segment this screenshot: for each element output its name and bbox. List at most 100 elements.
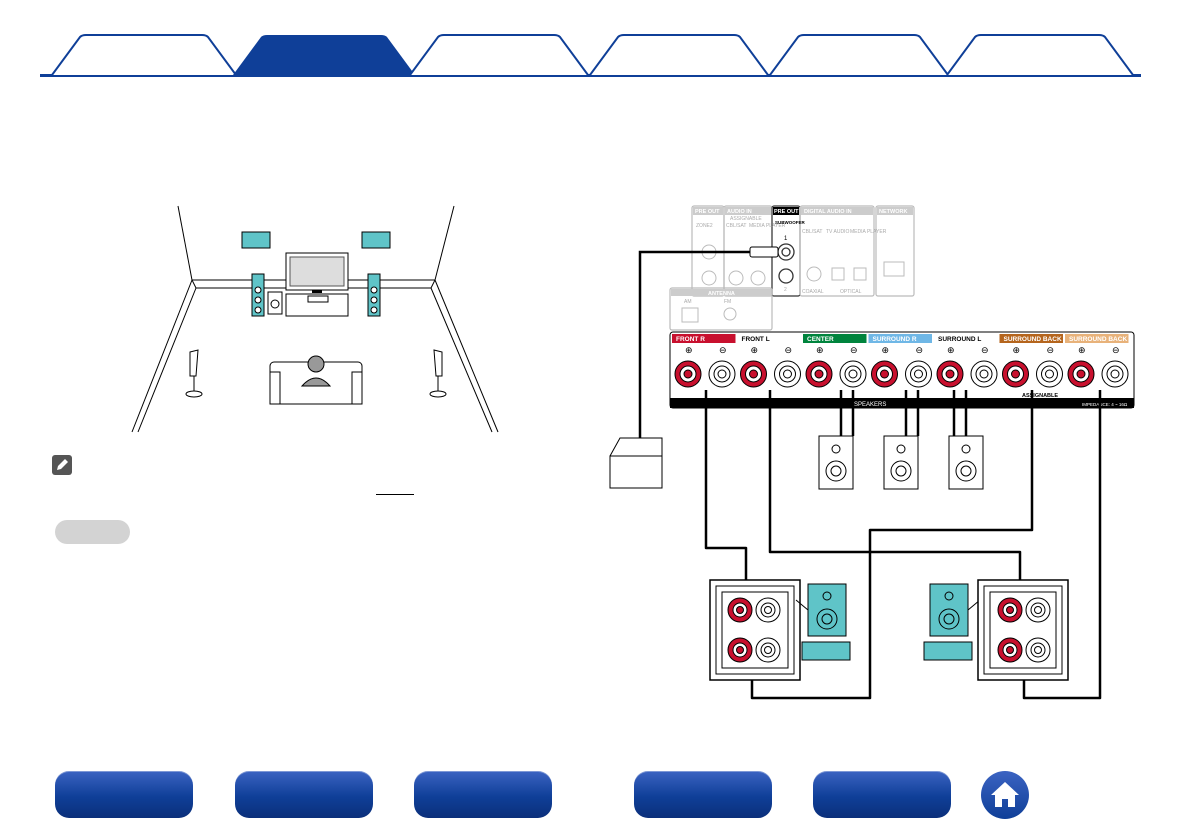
channel-label-0: FRONT R [676,336,705,343]
tab-4[interactable] [588,34,770,75]
cbl-sat-digital-label: CBL/SAT [802,229,822,235]
svg-text:⊕: ⊕ [751,346,759,356]
digital-audio-in-label: DIGITAL AUDIO IN [804,209,852,215]
nav-button-3[interactable] [414,771,552,818]
channel-label-bg-6 [1065,334,1129,343]
negative-terminal-2: ⊖ [839,346,867,388]
svg-text:⊕: ⊕ [1013,346,1021,356]
optical-label: OPTICAL [840,289,862,295]
tab-rule [40,74,1141,77]
negative-terminal-1: ⊖ [774,346,801,388]
negative-terminal-3: ⊖ [905,346,932,388]
speaker-binding-post-6 [997,637,1023,663]
channel-label-bg-4 [934,334,998,343]
room-layout-diagram [131,205,499,433]
speaker-binding-post-5 [1025,597,1051,623]
svg-text:⊕: ⊕ [685,346,693,356]
subwoofer-1-label: 1 [784,236,788,242]
speaker-terminal-panel [669,331,1135,409]
surround-speaker-left-icon [185,349,203,398]
sofa-listener-icon [269,355,363,405]
tab-bar [0,0,1191,80]
svg-text:⊖: ⊖ [785,346,793,356]
assignable-small-label: ASSIGNABLE [730,216,762,222]
front-height-speaker-right [361,231,391,249]
positive-terminal-0: ⊕ [674,346,702,388]
note-link-underline [376,494,414,495]
center-speaker-icon [818,435,854,490]
coaxial-label: COAXIAL [802,289,824,295]
am-label: AM [684,299,692,305]
subwoofer-pre-out-label: PRE OUT [774,209,799,215]
channel-label-bg-3 [868,334,932,343]
media-player-label: MEDIA PLAYER [749,223,786,229]
channel-label-5: SURROUND BACK R [1004,336,1069,343]
note-pill [55,520,130,544]
surround-right-speaker-icon [883,435,919,490]
speaker-binding-post-3 [755,637,781,663]
tab-1[interactable] [50,34,240,75]
zone2-label: ZONE2 [696,223,713,229]
tab-2[interactable] [233,34,415,75]
media-player-digital-label: MEDIA PLAYER [850,229,887,235]
home-icon [991,782,1019,807]
negative-terminal-6: ⊖ [1101,346,1129,388]
rca-plug [749,246,779,258]
negative-terminal-0: ⊖ [708,346,736,388]
channel-label-4: SURROUND L [938,336,981,343]
pre-out-label: PRE OUT [695,209,720,215]
nav-button-4[interactable] [634,771,772,818]
subwoofer-box [609,437,663,489]
positive-terminal-1: ⊕ [740,346,767,388]
speaker-connection-diagram: PRE OUT AUDIO IN PRE OUT DIGITAL AUDIO I… [609,205,1135,700]
tab-6[interactable] [945,34,1135,75]
surround-speaker-right-icon [429,349,447,398]
svg-text:⊕: ⊕ [882,346,890,356]
svg-text:⊕: ⊕ [816,346,824,356]
subwoofer-label: SUBWOOFER [775,220,805,225]
tv-icon [285,252,349,293]
front-left-speaker-cabinet [795,583,851,661]
channel-label-bg-2 [803,334,867,343]
negative-terminal-4: ⊖ [970,346,998,388]
tab-3[interactable] [408,34,590,75]
positive-terminal-2: ⊕ [805,346,833,388]
speakers-label: SPEAKERS [854,402,886,408]
assignable-label: ASSIGNABLE [1022,393,1058,399]
front-left-speaker-terminals [709,579,801,681]
svg-text:⊖: ⊖ [981,346,989,356]
channel-label-1: FRONT L [742,336,770,343]
nav-button-5[interactable] [813,771,951,818]
front-height-speaker-left [241,231,271,249]
antenna-label: ANTENNA [708,291,735,297]
channel-label-bg-0 [672,334,736,343]
fm-label: FM [724,299,731,305]
tab-5[interactable] [768,34,950,75]
positive-terminal-5: ⊕ [1002,346,1029,388]
speaker-binding-post-1 [755,597,781,623]
subwoofer-2-label: 2 [784,287,787,293]
positive-terminal-6: ⊕ [1067,346,1095,388]
pencil-note-icon [52,455,72,475]
channel-label-3: SURROUND R [873,336,917,343]
svg-text:⊕: ⊕ [1078,346,1086,356]
speaker-binding-post-0 [727,597,753,623]
channel-label-bg-1 [737,334,801,343]
front-right-speaker-cabinet [923,583,981,661]
front-speaker-right-icon [367,273,381,317]
positive-terminal-3: ⊕ [871,346,898,388]
channel-label-bg-5 [999,334,1063,343]
nav-button-2[interactable] [235,771,373,818]
speaker-binding-post-2 [727,637,753,663]
positive-terminal-4: ⊕ [936,346,964,388]
network-label: NETWORK [879,209,907,215]
home-button[interactable] [981,771,1029,819]
impedance-label: IMPEDANCE: 4 ~ 16Ω [1082,402,1128,407]
channel-label-2: CENTER [807,336,834,343]
cbl-sat-label: CBL/SAT [726,223,746,229]
surround-left-speaker-icon [948,435,984,490]
front-speaker-left-icon [251,273,265,317]
svg-text:⊕: ⊕ [947,346,955,356]
nav-button-1[interactable] [55,771,193,818]
subwoofer-icon [267,291,283,315]
